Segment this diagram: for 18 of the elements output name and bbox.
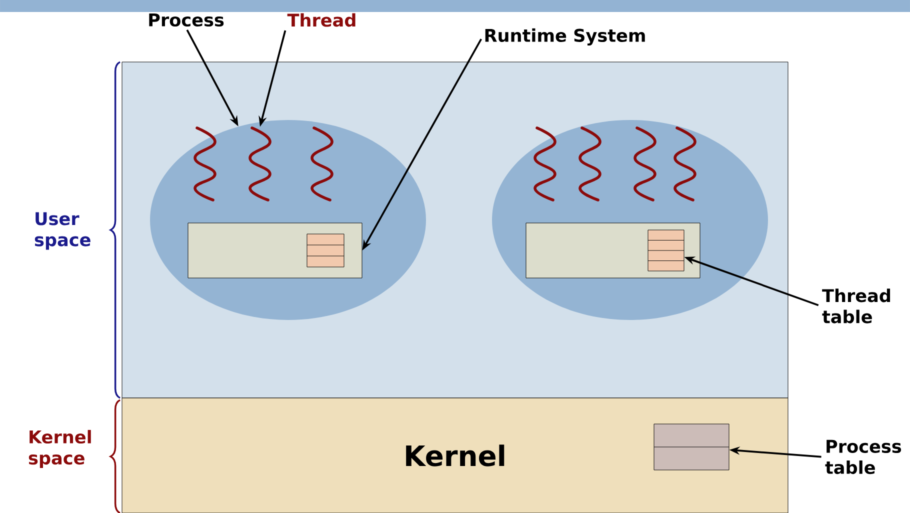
table-drawing: [654, 424, 730, 470]
side-label: Kernel space: [28, 430, 91, 468]
side-label: User space: [34, 212, 90, 250]
table-drawing: [648, 230, 684, 272]
callout-label: Thread: [287, 13, 356, 27]
thread-squiggle: [634, 126, 656, 202]
thread-squiggle: [674, 126, 696, 202]
kernel-region: Kernel: [122, 398, 788, 513]
callout-label: Runtime System: [485, 28, 645, 46]
thread-squiggle: [194, 126, 216, 202]
callout-label: Process: [149, 13, 224, 27]
thread-squiggle: [248, 126, 272, 202]
table-drawing: [306, 234, 344, 268]
callout-label: Process table: [825, 440, 902, 474]
thread-squiggle: [578, 126, 602, 202]
thread-squiggle: [534, 126, 556, 202]
callout-label: Thread table: [822, 288, 890, 324]
thread-squiggle: [310, 126, 334, 202]
